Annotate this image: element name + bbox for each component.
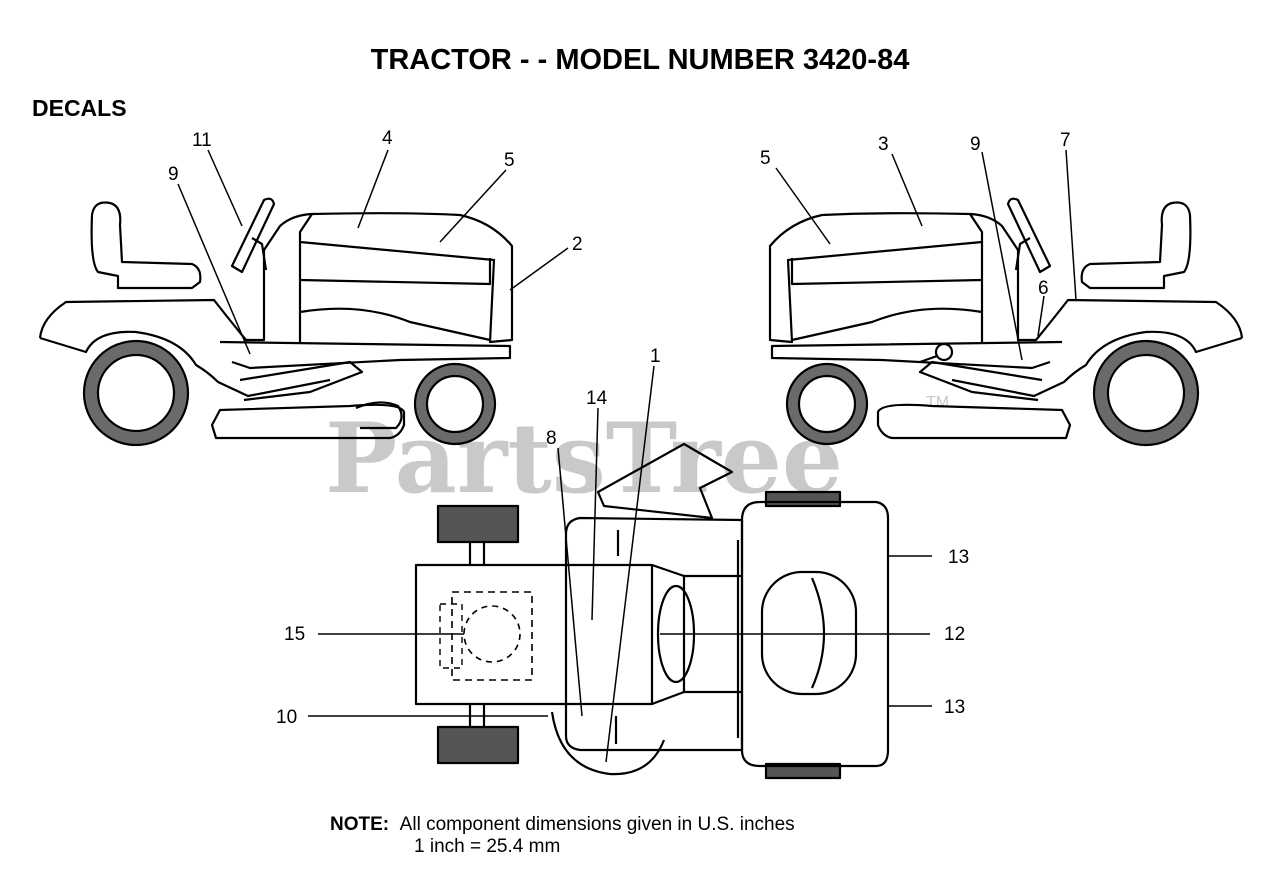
callout-left-2: 2 <box>572 234 583 255</box>
top-wheel-front-right <box>764 762 842 780</box>
top-wheel-rear-right <box>436 725 520 765</box>
left-frame <box>219 340 512 370</box>
right-front-wheel <box>785 362 869 446</box>
callout-top-13-lower: 13 <box>944 697 965 718</box>
page-title: TRACTOR - - MODEL NUMBER 3420-84 <box>370 44 910 76</box>
note-line-2: 1 inch = 25.4 mm <box>414 836 561 857</box>
callout-right-5: 5 <box>760 148 771 169</box>
left-front-wheel <box>413 362 497 446</box>
note-label: NOTE: <box>330 814 390 835</box>
left-rear-fender <box>38 212 314 342</box>
left-hood <box>299 212 514 344</box>
top-hood <box>740 500 890 768</box>
top-seat <box>596 442 734 520</box>
right-rear-fender <box>968 212 1244 342</box>
top-wheel-rear-left <box>436 504 520 544</box>
callout-right-7: 7 <box>1060 130 1071 151</box>
callout-right-3: 3 <box>878 134 889 155</box>
callout-left-4: 4 <box>382 128 393 149</box>
top-rear-decal-15 <box>463 605 521 663</box>
left-steering-wheel <box>230 197 276 274</box>
left-leader-lines <box>177 149 569 355</box>
callout-top-10: 10 <box>276 707 297 728</box>
callout-left-11: 11 <box>192 130 212 151</box>
right-leader-lines <box>775 149 1077 361</box>
left-rear-wheel <box>82 339 190 447</box>
right-rear-wheel <box>1092 339 1200 447</box>
right-mower-deck <box>876 403 1072 440</box>
right-seat <box>1080 201 1192 290</box>
callout-top-1: 1 <box>650 346 661 367</box>
callout-right-6: 6 <box>1038 278 1049 299</box>
section-heading: DECALS <box>32 95 127 121</box>
callout-top-14: 14 <box>586 388 608 409</box>
callout-top-8: 8 <box>546 428 557 449</box>
callout-right-9: 9 <box>970 134 981 155</box>
right-frame <box>770 340 1063 370</box>
dimensions-note: NOTE: All component dimensions given in … <box>330 814 795 858</box>
callout-left-5: 5 <box>504 150 515 171</box>
callout-top-13-upper: 13 <box>948 547 969 568</box>
callout-top-12: 12 <box>944 624 965 645</box>
top-leader-lines <box>308 365 932 763</box>
right-side-view <box>768 197 1244 447</box>
top-wheel-front-left <box>764 490 842 508</box>
callout-top-15: 15 <box>284 624 305 645</box>
top-view <box>414 442 890 780</box>
left-seat <box>90 201 202 290</box>
left-side-view <box>38 197 514 447</box>
note-line-1: All component dimensions given in U.S. i… <box>399 814 795 835</box>
callout-left-9: 9 <box>168 164 179 185</box>
watermark-text: PartsTree <box>325 402 843 515</box>
top-steering-wheel <box>760 570 858 696</box>
watermark-trademark: TM <box>926 394 949 411</box>
right-steering-wheel <box>1006 197 1052 274</box>
right-hood <box>768 212 983 344</box>
